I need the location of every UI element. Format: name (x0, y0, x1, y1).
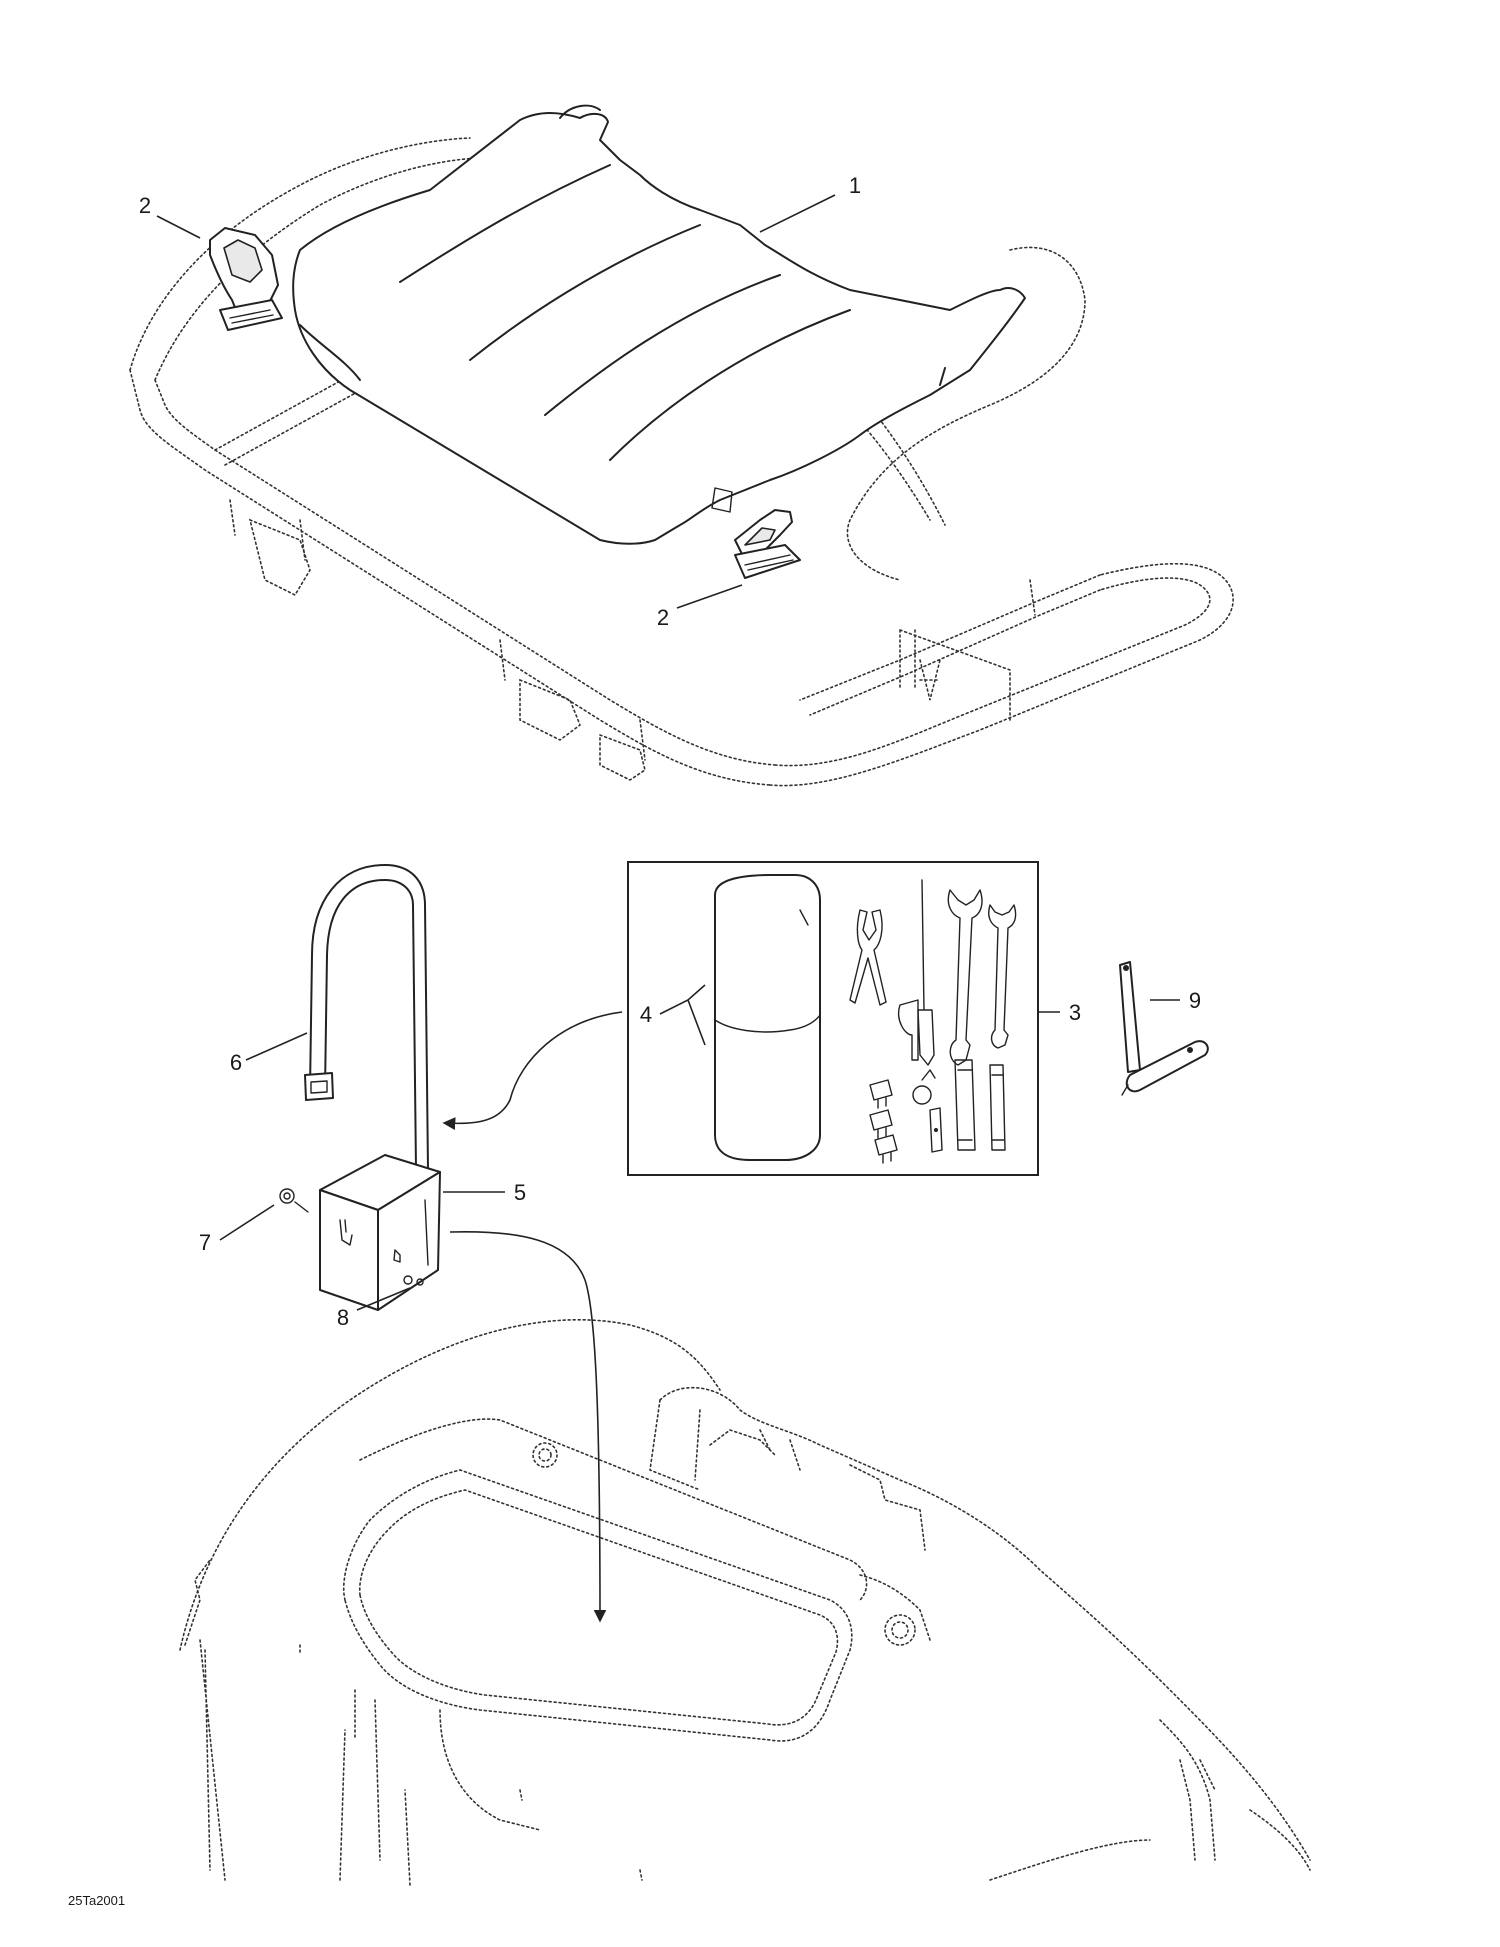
callout-2-left: 2 (139, 193, 151, 218)
seat-bracket-left (209, 227, 283, 331)
assembly-arrows (442, 1011, 623, 1623)
callout-6: 6 (230, 1050, 242, 1075)
strap (304, 864, 429, 1171)
washer (279, 1188, 309, 1213)
tool-kit-box (627, 861, 1039, 1176)
seat-bracket-right (734, 509, 801, 579)
callout-8: 8 (337, 1305, 349, 1330)
tool-9 (1119, 961, 1209, 1096)
tool-holder (319, 1154, 441, 1311)
leader-lines (156, 194, 1180, 1311)
callout-9: 9 (1189, 988, 1201, 1013)
rear-frame-outline (129, 137, 1234, 787)
callout-1: 1 (849, 173, 861, 198)
callout-labels: 1 2 2 3 4 5 6 7 8 9 25Ta2001 (68, 173, 1201, 1908)
fuse-set-icon (869, 1079, 898, 1164)
seat (292, 104, 1026, 545)
callout-2-right: 2 (657, 605, 669, 630)
wrench-small-icon (988, 904, 1017, 1049)
wrench-large-icon (947, 889, 983, 1066)
socket-wrench-icon (954, 1059, 1006, 1151)
tool-bag (714, 874, 821, 1161)
pliers-icon (849, 909, 887, 1006)
spark-plug-tool-icon (912, 1069, 943, 1153)
callout-4: 4 (640, 1002, 652, 1027)
rear-body-outline (179, 1318, 1311, 1886)
callout-7: 7 (199, 1230, 211, 1255)
callout-5: 5 (514, 1180, 526, 1205)
screwdriver-icon (898, 879, 935, 1066)
figure-code: 25Ta2001 (68, 1893, 125, 1908)
callout-3: 3 (1069, 1000, 1081, 1025)
